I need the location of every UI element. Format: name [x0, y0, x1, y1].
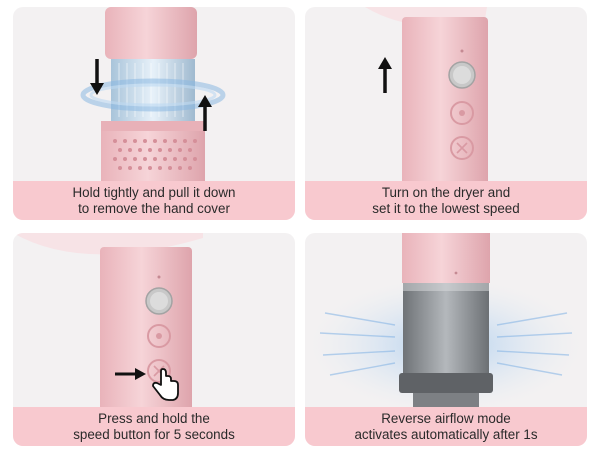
power-button-icon [448, 61, 476, 89]
dryer-handle-top [105, 7, 197, 59]
caption-line-2: set it to the lowest speed [372, 200, 520, 216]
caption-line-2: to remove the hand cover [78, 200, 230, 216]
dryer-handle [402, 233, 490, 283]
panel-turn-on: Turn on the dryer and set it to the lowe… [305, 7, 587, 220]
caption-line-1: Press and hold the [98, 410, 210, 426]
filter-canister [403, 283, 489, 373]
dryer-base [399, 373, 493, 393]
arrow-down-icon [90, 59, 104, 95]
caption: Hold tightly and pull it down to remove … [13, 181, 295, 220]
power-button-icon [145, 287, 173, 315]
arrow-up-icon [378, 57, 392, 93]
panel-hold-speed: Press and hold the speed button for 5 se… [13, 233, 295, 446]
caption-line-1: Reverse airflow mode [381, 410, 511, 426]
caption-line-2: speed button for 5 seconds [73, 426, 235, 442]
dryer-illustration [311, 233, 581, 411]
dryer-illustration [80, 7, 226, 191]
caption: Turn on the dryer and set it to the lowe… [305, 181, 587, 220]
rotation-ring [80, 78, 226, 112]
heat-button-icon [450, 101, 474, 125]
panel-remove-cover: Hold tightly and pull it down to remove … [13, 7, 295, 220]
caption-line-2: activates automatically after 1s [354, 426, 538, 442]
speed-button-icon [147, 359, 171, 383]
dryer-illustration [13, 233, 203, 446]
caption-line-1: Turn on the dryer and [381, 184, 511, 200]
speed-button-icon [450, 136, 474, 160]
caption: Press and hold the speed button for 5 se… [13, 407, 295, 446]
filter-mesh [111, 59, 195, 121]
arrow-right-icon [115, 368, 146, 380]
panel-reverse-airflow: Reverse airflow mode activates automatic… [305, 233, 587, 446]
arrow-up-icon [198, 95, 212, 131]
caption-line-1: Hold tightly and pull it down [72, 184, 236, 200]
hand-cover [101, 121, 205, 191]
caption: Reverse airflow mode activates automatic… [305, 407, 587, 446]
heat-button-icon [147, 324, 171, 348]
pointing-hand-icon [152, 368, 179, 401]
dryer-illustration [365, 7, 488, 220]
